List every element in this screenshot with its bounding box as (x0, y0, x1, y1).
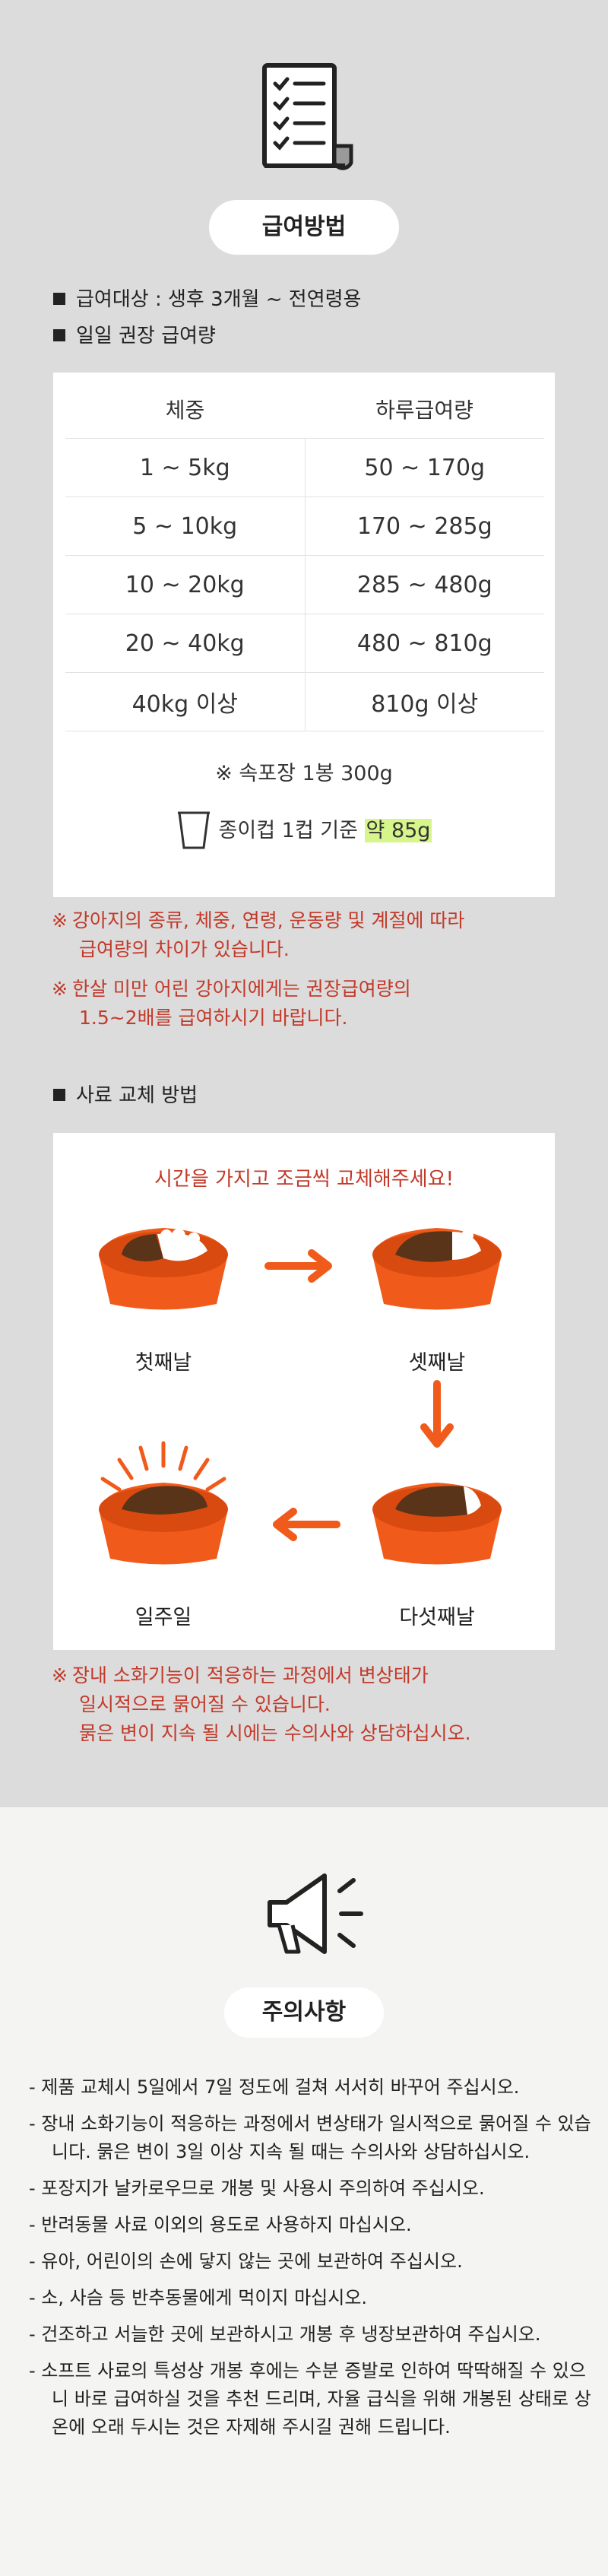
weight-cell: 10 ~ 20kg (65, 555, 306, 614)
table-header-row: 체중 하루급여량 (65, 380, 544, 439)
feeding-section: 급여방법 급여대상 : 생후 3개월 ~ 전연령용 일일 권장 급여량 체중 하… (0, 0, 608, 1807)
amount-cell: 285 ~ 480g (305, 555, 544, 614)
list-item: - 반려동물 사료 이외의 용도로 사용하지 마십시오. (29, 2214, 412, 2235)
list-item: - 포장지가 날카로우므로 개봉 및 사용시 주의하여 주십시오. (29, 2178, 485, 2199)
step-label: 일주일 (135, 1606, 192, 1629)
note-line: 한살 미만 어린 강아지에게는 권장급여량의 (71, 978, 411, 1000)
bullet-square-icon (53, 1089, 65, 1101)
change-method-text: 사료 교체 방법 (76, 1084, 198, 1107)
amount-cell: 810g 이상 (305, 672, 544, 731)
feeding-target: 급여대상 : 생후 3개월 ~ 전연령용 (53, 284, 361, 312)
note-line: 강아지의 종류, 체중, 연령, 운동량 및 계절에 따라 (71, 909, 465, 931)
feeding-title: 급여방법 (209, 200, 399, 255)
header-weight: 체중 (65, 380, 305, 439)
arrow-right-icon (264, 1249, 332, 1283)
daily-amount-label: 일일 권장 급여량 (53, 320, 216, 348)
feeding-target-text: 급여대상 : 생후 3개월 ~ 전연령용 (76, 288, 362, 311)
list-item: - 제품 교체시 5일에서 7일 정도에 걸쳐 서서히 바꾸어 주십시오. (29, 2076, 520, 2098)
amount-cell: 480 ~ 810g (305, 614, 544, 673)
list-item: - 유아, 어린이의 손에 닿지 않는 곳에 보관하여 주십시오. (29, 2251, 463, 2272)
arrow-left-icon (273, 1508, 340, 1541)
amount-cell: 170 ~ 285g (305, 496, 544, 556)
feeding-table: 체중 하루급여량 1 ~ 5kg 50 ~ 170g 5 ~ 10kg 170 … (65, 380, 544, 731)
bowl-day1-icon (99, 1228, 228, 1310)
cup-note: 종이컵 1컵 기준 약 85g (53, 810, 555, 851)
note-line: 장내 소화기능이 적응하는 과정에서 변상태가 (71, 1664, 429, 1686)
step-label: 첫째날 (135, 1351, 192, 1375)
note-line: 급여량의 차이가 있습니다. (79, 938, 290, 960)
amount-cell: 50 ~ 170g (305, 438, 544, 497)
bowl-week-icon (99, 1441, 228, 1565)
table-row: 40kg 이상 810g 이상 (65, 672, 544, 731)
weight-cell: 5 ~ 10kg (65, 496, 306, 556)
weight-cell: 20 ~ 40kg (65, 614, 306, 673)
note-line: 묽은 변이 지속 될 시에는 수의사와 상담하십시오. (79, 1722, 471, 1744)
caution-title: 주의사항 (224, 1988, 384, 2038)
table-row: 1 ~ 5kg 50 ~ 170g (65, 438, 544, 497)
caution-list: - 제품 교체시 5일에서 7일 정도에 걸쳐 서서히 바꾸어 주십시오. - … (29, 2073, 591, 2450)
feeding-table-card: 체중 하루급여량 1 ~ 5kg 50 ~ 170g 5 ~ 10kg 170 … (53, 373, 555, 897)
daily-amount-text: 일일 권장 급여량 (76, 325, 216, 347)
change-headline: 시간을 가지고 조금씩 교체해주세요! (154, 1168, 454, 1191)
change-note: ※장내 소화기능이 적응하는 과정에서 변상태가 일시적으로 묽어질 수 있습니… (52, 1661, 471, 1748)
step-label: 다섯째날 (399, 1606, 475, 1629)
feeding-note-1: ※강아지의 종류, 체중, 연령, 운동량 및 계절에 따라 급여량의 차이가 … (52, 906, 464, 964)
bowl-day5-icon (372, 1483, 502, 1565)
note-line: 일시적으로 묽어질 수 있습니다. (79, 1693, 331, 1715)
table-row: 10 ~ 20kg 285 ~ 480g (65, 555, 544, 614)
weight-cell: 40kg 이상 (65, 672, 306, 731)
checklist-icon (262, 63, 353, 170)
note-line: 1.5~2배를 급여하시기 바랍니다. (79, 1007, 348, 1029)
note-mark: ※ (52, 909, 68, 931)
caution-section: 주의사항 - 제품 교체시 5일에서 7일 정도에 걸쳐 서서히 바꾸어 주십시… (0, 1807, 608, 2576)
header-daily-amount: 하루급여량 (305, 380, 544, 439)
change-method-label: 사료 교체 방법 (53, 1080, 198, 1108)
arrow-down-icon (420, 1380, 454, 1448)
bowl-day3-icon (372, 1228, 502, 1310)
step-label: 셋째날 (408, 1351, 466, 1375)
note-mark: ※ (52, 978, 68, 1000)
cup-note-highlight: 약 85g (364, 819, 432, 842)
cup-note-text: 종이컵 1컵 기준 (218, 819, 365, 842)
list-item: - 소프트 사료의 특성상 개봉 후에는 수분 증발로 인하여 딱딱해질 수 있… (29, 2360, 591, 2438)
table-row: 5 ~ 10kg 170 ~ 285g (65, 496, 544, 556)
paper-cup-icon (177, 811, 210, 849)
list-item: - 건조하고 서늘한 곳에 보관하시고 개봉 후 냉장보관하여 주십시오. (29, 2324, 541, 2345)
list-item: - 소, 사슴 등 반추동물에게 먹이지 마십시오. (29, 2287, 368, 2308)
weight-cell: 1 ~ 5kg (65, 438, 306, 497)
bullet-square-icon (53, 293, 65, 305)
table-row: 20 ~ 40kg 480 ~ 810g (65, 614, 544, 673)
pack-note: ※ 속포장 1봉 300g (215, 762, 393, 785)
list-item: - 장내 소화기능이 적응하는 과정에서 변상태가 일시적으로 묽어질 수 있습… (29, 2113, 591, 2162)
megaphone-icon (268, 1873, 363, 1954)
bullet-square-icon (53, 329, 65, 341)
feeding-note-2: ※한살 미만 어린 강아지에게는 권장급여량의 1.5~2배를 급여하시기 바랍… (52, 975, 411, 1033)
note-mark: ※ (52, 1664, 68, 1686)
food-change-card: 시간을 가지고 조금씩 교체해주세요! 첫째날 셋째날 (53, 1133, 555, 1650)
